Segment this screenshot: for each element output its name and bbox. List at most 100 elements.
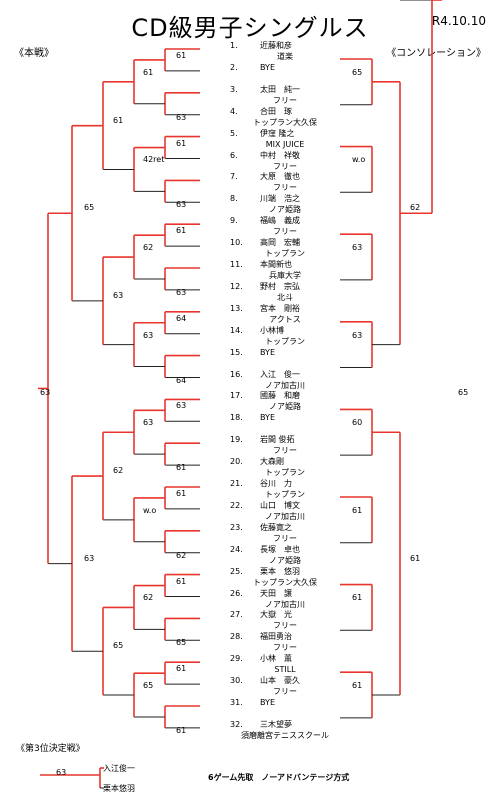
match-score: 61 [176,664,187,674]
match-score: 65 [458,388,469,397]
player-affiliation: トップラン大久保 [253,577,317,587]
match-score: 61 [176,138,187,148]
player-affiliation: フリー [273,446,297,456]
player-name: 福田勇治 [260,632,292,642]
match-score: 63 [176,112,187,122]
match-score: 62 [176,550,187,560]
match-score: 63 [176,287,187,297]
match-score: 61 [113,115,124,125]
seed-number: 30. [230,676,243,686]
seed-number: 32. [230,719,243,729]
match-score: 63 [352,243,363,253]
player-affiliation: MIX JUICE [265,139,305,149]
match-score: 61 [143,67,154,77]
seed-number: 22. [230,500,243,510]
player-affiliation: トップラン [265,249,305,259]
player-affiliation: フリー [273,687,297,697]
match-score: 63 [143,330,154,340]
match-score: 65 [352,67,363,77]
seed-number: 2. [230,62,238,72]
player-affiliation: トップラン大久保 [253,117,317,127]
player-affiliation: トップラン [265,490,305,499]
match-score: 63 [143,418,154,428]
seed-number: 11. [230,260,243,269]
seed-number: 26. [230,588,243,598]
player-name: 栗本 悠羽 [260,566,300,576]
seed-number: 4. [230,106,238,116]
match-score: 65 [143,681,154,691]
seed-number: 24. [230,544,243,554]
player-name: 近藤和彦 [260,41,292,50]
player-affiliation: トップラン [265,336,305,346]
match-score: 62 [143,243,154,253]
player-name: 宮本 剛裕 [260,303,300,313]
seed-number: 15. [230,347,243,357]
match-score: 64 [176,375,187,385]
seed-number: 13. [230,303,243,313]
match-score: 61 [176,725,187,735]
seed-number: 12. [230,281,243,291]
seed-number: 18. [230,413,243,423]
seed-number: 14. [230,325,243,335]
player-affiliation: ノア加古川 [265,380,305,390]
player-name: 野村 宗弘 [260,281,300,291]
player-name: 小林 薫 [260,654,292,664]
player-affiliation: ノア姫路 [269,402,301,412]
match-score: 61 [176,226,187,236]
player-name: 中村 祥敬 [260,150,300,160]
event-date: R4.10.10 [431,14,486,28]
player-name: BYE [260,347,275,357]
player-affiliation: ノア加古川 [265,511,305,521]
match-score: 63 [352,330,363,340]
player-name: 山本 豪久 [260,676,300,686]
seed-number: 19. [230,435,243,445]
player-name: 天田 譲 [260,588,292,598]
player-name: 合田 琢 [260,106,292,116]
match-score: 63 [84,553,95,563]
player-affiliation: フリー [273,643,297,653]
player-name: 佐藤寛之 [260,522,292,532]
seed-number: 20. [230,457,243,467]
match-score: 60 [352,418,363,428]
match-score: 65 [176,638,187,648]
player-affiliation: フリー [273,161,297,171]
match-score: 64 [176,313,187,323]
player-name: 三木望夢 [260,719,292,729]
match-score: 65 [113,641,124,651]
match-score: 61 [176,489,187,498]
player-name: 長塚 卓也 [260,544,300,554]
player-name: 福嶋 義成 [260,216,300,226]
player-name: 國藤 和磨 [260,391,300,401]
player-name: 山口 博文 [260,500,300,510]
player-affiliation: 兵庫大学 [269,271,301,280]
seed-number: 5. [230,128,238,138]
format-note: 6ゲーム先取 ノーアドバンテージ方式 [208,773,350,782]
player-name: 谷川 力 [260,479,292,488]
player-name: BYE [260,698,275,707]
page-title: CD級男子シングルス [131,14,369,42]
seed-number: 31. [230,698,243,707]
player-affiliation: STILL [274,665,296,675]
consolation-draw-label: 《コンソレーション》 [386,48,486,59]
player-name: 岩間 俊拓 [260,435,295,445]
match-score: 62 [410,203,421,213]
player-name: 小林博 [260,325,284,335]
player-affiliation: トップラン [265,468,305,478]
match-score: 62 [143,593,154,603]
main-draw-label: 《本戦》 [14,48,54,59]
match-score: 61 [176,51,187,60]
match-score: 61 [352,681,363,691]
player-name: 大森剛 [260,457,284,467]
player-name: 入江 俊一 [260,369,300,379]
third-place-score: 63 [56,768,67,777]
player-affiliation: 道楽 [277,52,293,61]
match-score: 61 [410,553,421,563]
match-score: 65 [84,203,95,213]
match-score: w.o [143,505,157,515]
player-name: 大嶽 光 [260,610,292,620]
seed-number: 17. [230,391,243,401]
player-affiliation: フリー [273,183,297,193]
seed-number: 6. [230,150,238,160]
player-name: 高岡 宏輔 [260,238,300,248]
